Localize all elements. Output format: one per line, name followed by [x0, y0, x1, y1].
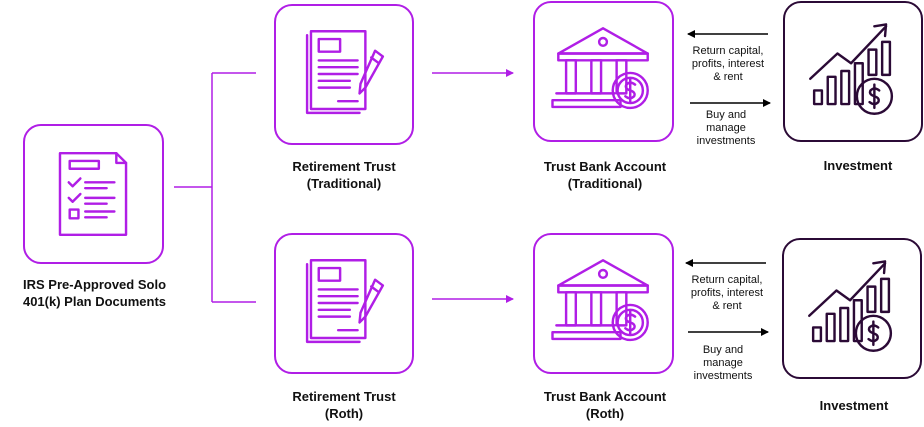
investment-label-traditional: Investment	[823, 158, 893, 173]
bank-label-roth: Trust Bank Account (Roth)	[543, 389, 667, 421]
bank-node-traditional	[533, 1, 674, 142]
trust-label-traditional: Retirement Trust (Traditional)	[292, 159, 396, 191]
document-pen-icon	[305, 30, 385, 115]
trust-node-traditional	[274, 4, 414, 145]
bank-label-traditional: Trust Bank Account (Traditional)	[543, 159, 667, 191]
buy-text-roth: Buy and manage investments	[693, 344, 753, 382]
bank-dollar-icon	[551, 259, 649, 342]
investment-node-roth	[782, 238, 922, 379]
bank-node-roth	[533, 233, 674, 374]
trust-label-roth: Retirement Trust (Roth)	[292, 389, 396, 421]
investment-label-roth: Investment	[819, 398, 889, 413]
document-pen-icon	[305, 259, 385, 344]
source-label: IRS Pre-Approved Solo 401(k) Plan Docume…	[22, 277, 167, 309]
trust-node-roth	[274, 233, 414, 374]
bank-dollar-icon	[551, 27, 649, 110]
source-node	[23, 124, 164, 264]
buy-text-traditional: Buy and manage investments	[696, 109, 756, 147]
return-text-traditional: Return capital, profits, interest & rent	[691, 45, 765, 83]
document-checklist-icon	[58, 151, 128, 237]
growth-chart-dollar-icon	[809, 23, 894, 115]
return-text-roth: Return capital, profits, interest & rent	[690, 274, 764, 312]
investment-node-traditional	[783, 1, 923, 142]
source-branch-connector	[174, 72, 256, 303]
growth-chart-dollar-icon	[808, 260, 893, 352]
